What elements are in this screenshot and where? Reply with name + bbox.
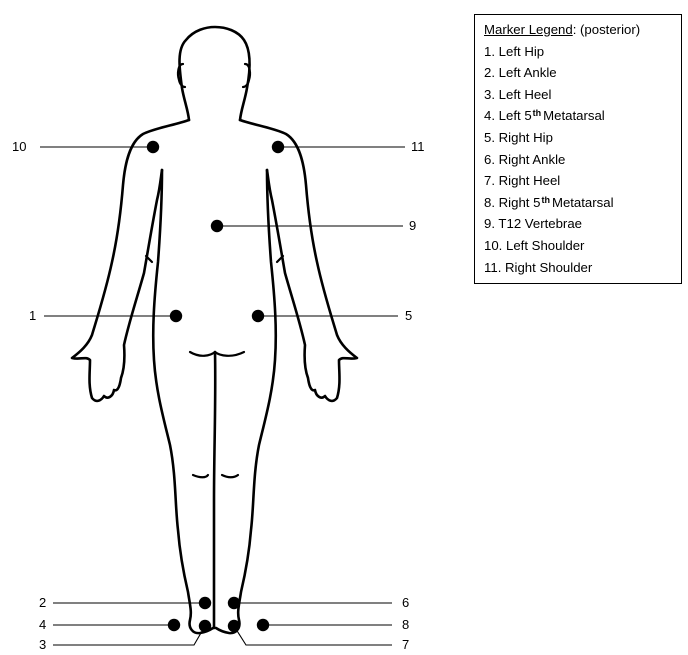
marker-number-label: 11	[411, 139, 425, 154]
legend-item-superscript: th	[541, 195, 550, 205]
marker-number-label: 1	[29, 308, 36, 323]
legend-item: 11. Right Shoulder	[484, 257, 673, 279]
marker-8: 8	[257, 617, 409, 632]
marker-leader-line	[53, 626, 205, 645]
legend-item-text: 5. Right Hip	[484, 130, 553, 145]
marker-4: 4	[39, 617, 180, 632]
legend-item-text: 3. Left Heel	[484, 87, 551, 102]
marker-dot	[252, 310, 264, 322]
left-arm-outline	[72, 120, 189, 401]
legend-item-text: 2. Left Ankle	[484, 65, 557, 80]
marker-dot	[228, 620, 240, 632]
body-outline	[72, 27, 357, 633]
markers-layer: 10 11 9 1 5 2 6 4 8 3 7	[12, 139, 425, 652]
marker-number-label: 9	[409, 218, 416, 233]
inner-leg-line	[214, 352, 215, 628]
legend-item: 3. Left Heel	[484, 84, 673, 106]
legend-item-text: 9. T12 Vertebrae	[484, 216, 582, 231]
marker-2: 2	[39, 595, 211, 610]
legend-item: 1. Left Hip	[484, 41, 673, 63]
legend-item-text: 8. Right 5	[484, 195, 540, 210]
marker-number-label: 4	[39, 617, 46, 632]
legend-item-text: 10. Left Shoulder	[484, 238, 584, 253]
head-outline	[180, 27, 250, 120]
marker-leader-line	[234, 626, 392, 645]
legend-item: 7. Right Heel	[484, 170, 673, 192]
marker-dot	[199, 620, 211, 632]
right-torso-leg-outline	[216, 170, 276, 633]
marker-number-label: 10	[12, 139, 26, 154]
marker-1: 1	[29, 308, 182, 323]
left-torso-leg-outline	[153, 170, 213, 633]
legend-title-row: Marker Legend: (posterior)	[484, 19, 673, 41]
marker-dot	[170, 310, 182, 322]
marker-9: 9	[211, 218, 416, 233]
marker-dot	[199, 597, 211, 609]
legend-item-text: 4. Left 5	[484, 108, 532, 123]
legend-item: 5. Right Hip	[484, 127, 673, 149]
marker-number-label: 5	[405, 308, 412, 323]
legend-list: 1. Left Hip 2. Left Ankle 3. Left Heel 4. L…	[484, 41, 673, 279]
marker-dot	[257, 619, 269, 631]
marker-number-label: 2	[39, 595, 46, 610]
marker-dot	[211, 220, 223, 232]
marker-dot	[272, 141, 284, 153]
legend-item-text-after: Metatarsal	[552, 195, 614, 210]
legend-item-text: 11. Right Shoulder	[484, 260, 592, 275]
right-arm-outline	[240, 120, 357, 401]
marker-dot	[147, 141, 159, 153]
legend-item-text: 1. Left Hip	[484, 44, 544, 59]
legend-item: 2. Left Ankle	[484, 62, 673, 84]
marker-number-label: 6	[402, 595, 409, 610]
marker-6: 6	[228, 595, 409, 610]
legend-item: 6. Right Ankle	[484, 149, 673, 171]
legend-title: Marker Legend	[484, 22, 573, 37]
legend-item-text: 6. Right Ankle	[484, 152, 565, 167]
marker-dot	[168, 619, 180, 631]
right-knee-mark	[222, 475, 238, 477]
marker-dot	[228, 597, 240, 609]
marker-number-label: 7	[402, 637, 409, 652]
legend-title-suffix: : (posterior)	[573, 22, 640, 37]
legend-item-superscript: th	[533, 108, 542, 118]
legend-item-text: 7. Right Heel	[484, 173, 560, 188]
marker-10: 10	[12, 139, 159, 154]
gluteal-fold	[190, 352, 244, 356]
marker-legend: Marker Legend: (posterior) 1. Left Hip 2.…	[474, 14, 682, 284]
legend-item: 9. T12 Vertebrae	[484, 213, 673, 235]
marker-number-label: 3	[39, 637, 46, 652]
marker-number-label: 8	[402, 617, 409, 632]
left-knee-mark	[193, 475, 208, 477]
legend-item-text-after: Metatarsal	[543, 108, 605, 123]
legend-item: 10. Left Shoulder	[484, 235, 673, 257]
